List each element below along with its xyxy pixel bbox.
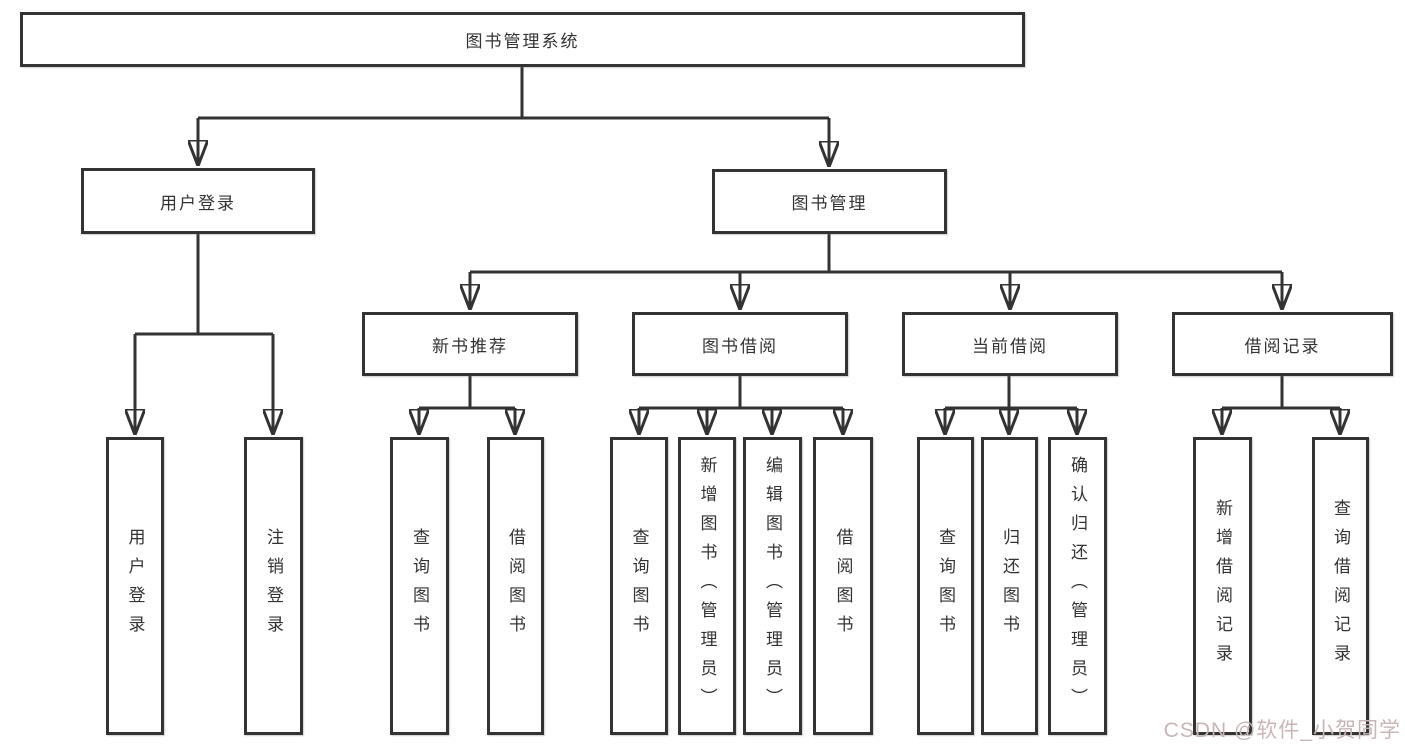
- node-label: 查询图书: [936, 528, 955, 644]
- leaf-nbr-borrow-books: 借阅图书: [487, 437, 544, 735]
- node-label: 新增借阅记录: [1213, 499, 1232, 673]
- connector-book-management: [470, 234, 1282, 274]
- node-label: 注销登录: [264, 528, 283, 644]
- connector-new-book-recommend: [419, 376, 515, 410]
- node-label: 借阅图书: [833, 528, 853, 644]
- node-label: 查询图书: [629, 528, 649, 644]
- node-label: 新增图书（管理员）: [697, 455, 717, 717]
- node-label: 借阅记录: [1244, 336, 1321, 356]
- leaf-nbr-query-books: 查询图书: [390, 437, 449, 735]
- connector-borrowing-records: [1222, 376, 1340, 410]
- leaf-bb-add-books-admin: 新增图书（管理员）: [678, 437, 736, 735]
- node-library-system: 图书管理系统: [20, 12, 1025, 67]
- leaf-bb-edit-books-admin: 编辑图书（管理员）: [743, 437, 802, 735]
- leaf-bb-borrow-books: 借阅图书: [813, 437, 873, 735]
- node-label: 编辑图书（管理员）: [763, 455, 782, 717]
- node-label: 新书推荐: [432, 336, 508, 356]
- leaf-br-add-record: 新增借阅记录: [1193, 437, 1252, 735]
- node-user-login: 用户登录: [81, 168, 315, 234]
- connector-book-borrowing: [639, 376, 843, 410]
- node-label: 图书管理: [791, 194, 868, 213]
- leaf-cb-return-books: 归还图书: [981, 437, 1038, 735]
- node-label: 归还图书: [1000, 528, 1019, 644]
- node-current-borrowing: 当前借阅: [902, 312, 1118, 376]
- csdn-watermark: CSDN @软件_小贺同学: [1163, 719, 1401, 742]
- leaf-bb-query-books: 查询图书: [610, 437, 668, 735]
- leaf-user-login: 用户登录: [106, 437, 164, 735]
- node-label: 借阅图书: [506, 528, 525, 644]
- node-label: 查询借阅记录: [1331, 499, 1350, 673]
- node-label: 当前借阅: [972, 336, 1048, 356]
- leaf-cb-confirm-return-admin: 确认归还（管理员）: [1048, 437, 1107, 735]
- node-borrowing-records: 借阅记录: [1172, 312, 1393, 376]
- leaf-cb-query-books: 查询图书: [917, 437, 974, 735]
- leaf-logout: 注销登录: [244, 437, 303, 735]
- node-book-management: 图书管理: [712, 169, 947, 234]
- connector-current-borrowing: [945, 376, 1077, 410]
- leaf-br-query-record: 查询借阅记录: [1312, 437, 1369, 735]
- node-new-book-recommend: 新书推荐: [362, 312, 578, 376]
- connector-root: [198, 67, 829, 120]
- node-book-borrowing: 图书借阅: [632, 312, 848, 376]
- node-label: 查询图书: [410, 528, 429, 644]
- node-label: 图书管理系统: [465, 32, 580, 51]
- node-label: 图书借阅: [702, 336, 778, 356]
- node-label: 用户登录: [125, 528, 145, 644]
- node-label: 确认归还（管理员）: [1068, 455, 1087, 717]
- connector-user-login: [135, 234, 273, 336]
- node-label: 用户登录: [160, 193, 236, 213]
